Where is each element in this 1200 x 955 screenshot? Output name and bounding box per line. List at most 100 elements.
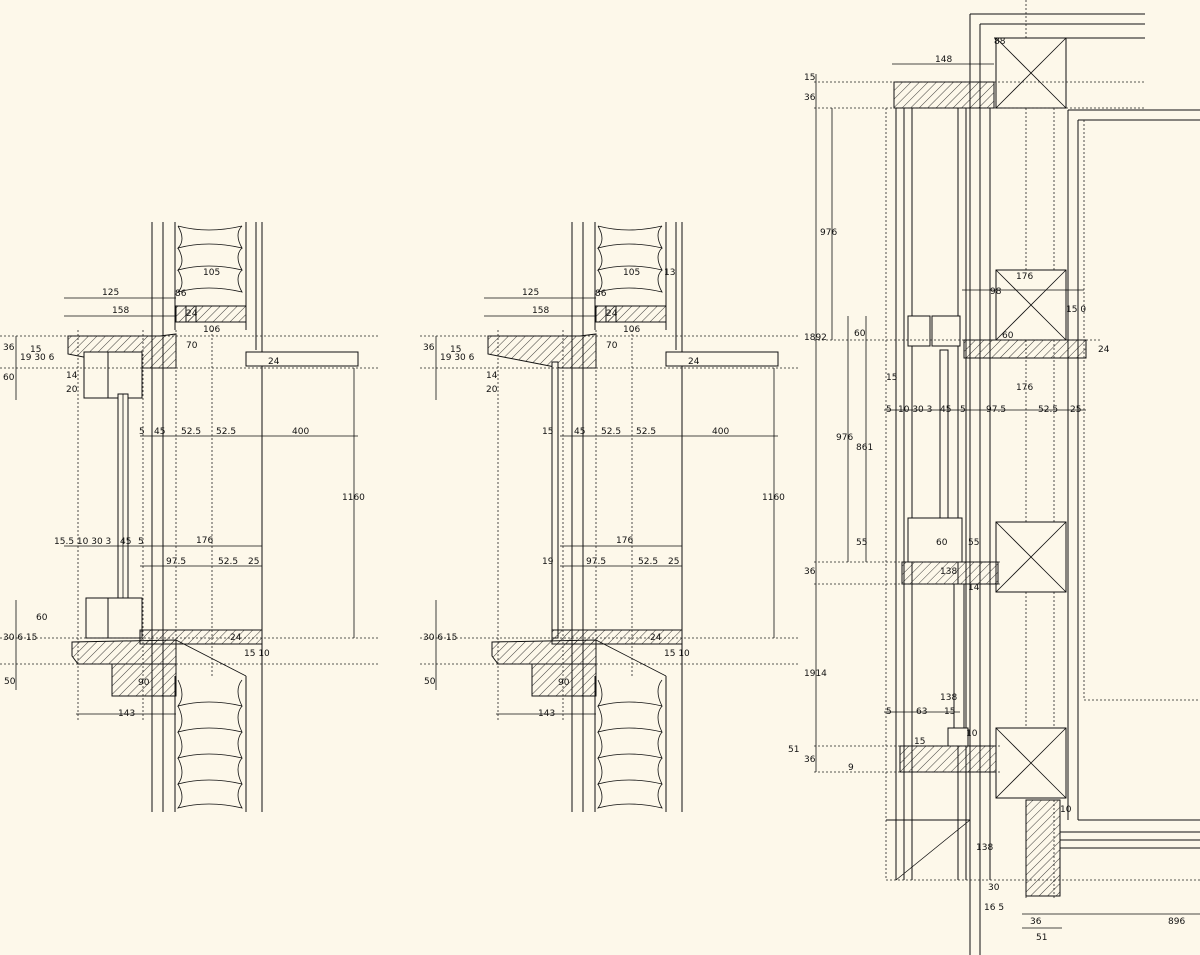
dim-a-33: 90 — [138, 678, 150, 688]
dim-c-22: 976 — [836, 433, 853, 443]
dim-c-40: 10 — [1060, 805, 1072, 815]
dim-a-11: 19 30 6 — [20, 353, 55, 363]
dim-c-43: 16 5 — [984, 903, 1004, 913]
dim-b-17: 52.5 — [601, 427, 621, 437]
dim-a-25: 97.5 — [166, 557, 186, 567]
dim-a-15: 5 — [139, 427, 145, 437]
dim-c-9: 1892 — [804, 333, 827, 343]
dim-b-8: 70 — [606, 341, 618, 351]
dim-b-3: 86 — [595, 289, 607, 299]
dim-a-2: 158 — [112, 306, 129, 316]
dim-c-28: 138 — [940, 567, 957, 577]
dim-c-45: 896 — [1168, 917, 1185, 927]
dim-c-36: 15 — [914, 737, 925, 747]
dim-c-8: 15 0 — [1066, 305, 1086, 315]
dim-a-22: 45 — [120, 537, 131, 547]
dim-b-22: 19 — [542, 557, 554, 567]
dim-a-24: 176 — [196, 536, 213, 546]
dim-c-19: 97.5 — [986, 405, 1006, 415]
dim-a-12: 60 — [3, 373, 15, 383]
dim-b-16: 45 — [574, 427, 585, 437]
dim-c-25: 60 — [936, 538, 948, 548]
dim-a-19: 400 — [292, 427, 309, 437]
section-c — [814, 0, 1200, 955]
dim-a-29: 30 6 15 — [3, 633, 37, 643]
dim-a-6: 106 — [203, 325, 220, 335]
dim-a-28: 60 — [36, 613, 48, 623]
dim-c-38: 36 — [804, 755, 816, 765]
dim-c-31: 138 — [940, 693, 957, 703]
dim-a-31: 24 — [230, 633, 242, 643]
dim-b-27: 50 — [424, 677, 436, 687]
dim-a-8: 24 — [268, 357, 280, 367]
dim-a-27: 25 — [248, 557, 259, 567]
dim-a-9: 36 — [3, 343, 15, 353]
dim-c-14: 176 — [1016, 383, 1033, 393]
dim-c-37: 51 — [788, 745, 799, 755]
dim-a-23: 5 — [138, 537, 144, 547]
dim-c-17: 45 — [940, 405, 951, 415]
dim-b-14: 20 — [486, 385, 498, 395]
dim-a-16: 45 — [154, 427, 165, 437]
dim-c-33: 63 — [916, 707, 927, 717]
dim-a-4: 24 — [186, 309, 198, 319]
dim-a-14: 20 — [66, 385, 78, 395]
dim-c-42: 30 — [988, 883, 1000, 893]
dim-c-10: 60 — [854, 329, 866, 339]
dim-c-18: 5 — [960, 405, 966, 415]
dim-b-7: 106 — [623, 325, 640, 335]
dim-c-13: 15 — [886, 373, 897, 383]
dim-c-39: 9 — [848, 763, 854, 773]
dim-a-34: 143 — [118, 709, 135, 719]
dim-b-6: 13 — [664, 268, 675, 278]
dim-c-41: 138 — [976, 843, 993, 853]
dim-a-20: 1160 — [342, 493, 365, 503]
dim-b-23: 97.5 — [586, 557, 606, 567]
dim-c-24: 55 — [856, 538, 867, 548]
dim-c-21: 25 — [1070, 405, 1081, 415]
dim-b-31: 143 — [538, 709, 555, 719]
dim-c-3: 36 — [804, 93, 816, 103]
dim-b-12: 19 30 6 — [440, 353, 475, 363]
section-b-dimensions: 125 158 86 24 105 13 106 70 24 36 15 19 … — [423, 268, 785, 719]
dim-b-9: 24 — [688, 357, 700, 367]
dim-b-4: 24 — [606, 309, 618, 319]
dim-c-46: 51 — [1036, 933, 1047, 943]
dim-c-35: 10 — [966, 729, 978, 739]
dim-a-18: 52.5 — [216, 427, 236, 437]
dim-c-44: 36 — [1030, 917, 1042, 927]
dim-b-30: 90 — [558, 678, 570, 688]
dim-b-5: 105 — [623, 268, 640, 278]
section-c-dimensions: 148 88 36 15 976 176 98 15 0 1892 60 60 … — [788, 37, 1185, 943]
dim-a-26: 52.5 — [218, 557, 238, 567]
dim-a-7: 70 — [186, 341, 198, 351]
dim-c-5: 976 — [820, 228, 837, 238]
dim-c-32: 5 — [886, 707, 892, 717]
section-b — [420, 222, 800, 812]
dim-b-18: 52.5 — [636, 427, 656, 437]
dim-c-30: 1914 — [804, 669, 827, 679]
dim-b-26: 30 6 15 — [423, 633, 457, 643]
dim-c-2: 88 — [994, 37, 1006, 47]
dim-c-34: 15 — [944, 707, 955, 717]
dim-a-21: 15.5 10 30 3 — [54, 537, 111, 547]
dim-c-4: 15 — [804, 73, 815, 83]
dim-b-20: 1160 — [762, 493, 785, 503]
dim-c-12: 24 — [1098, 345, 1110, 355]
dim-b-29: 15 10 — [664, 649, 690, 659]
dim-b-24: 52.5 — [638, 557, 658, 567]
dim-a-13: 14 — [66, 371, 78, 381]
dim-c-11: 60 — [1002, 331, 1014, 341]
dim-b-15: 15 — [542, 427, 553, 437]
section-a-dimensions: 125 158 86 24 105 106 70 24 36 15 19 30 … — [3, 268, 365, 719]
dim-a-1: 125 — [102, 288, 119, 298]
dim-b-25: 25 — [668, 557, 679, 567]
dim-a-30: 50 — [4, 677, 16, 687]
dim-b-13: 14 — [486, 371, 498, 381]
dim-a-3: 86 — [175, 289, 187, 299]
dim-a-32: 15 10 — [244, 649, 270, 659]
dim-b-10: 36 — [423, 343, 435, 353]
dim-c-27: 36 — [804, 567, 816, 577]
dim-b-19: 400 — [712, 427, 729, 437]
